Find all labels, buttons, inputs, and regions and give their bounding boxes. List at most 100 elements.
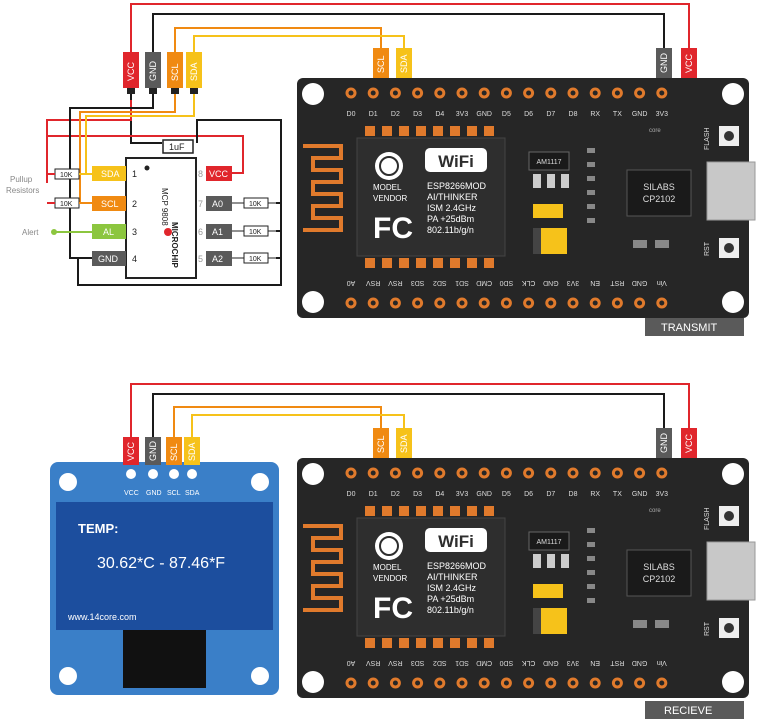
bottom-pin-label: SD0: [499, 279, 513, 286]
bottom-pin-label: RSV: [366, 659, 381, 666]
vcc-connector: [123, 52, 139, 88]
oled-website: www.14core.com: [67, 612, 137, 622]
oled-pin-gnd: GND: [146, 490, 162, 497]
bottom-pin-label: GND: [543, 659, 559, 666]
top-pin-label: D8: [569, 111, 578, 118]
bottom-pin-label: CMD: [476, 659, 492, 666]
pullup-scl-resistor: 10K: [60, 201, 73, 208]
vcc-label: VCC: [126, 441, 136, 461]
module-vendor: VENDOR: [373, 574, 407, 583]
pullup-label-1: Pullup: [10, 175, 33, 184]
pin-6-num: 6: [198, 227, 203, 237]
module-model: MODEL: [373, 563, 402, 572]
pin-5-num: 5: [198, 254, 203, 264]
top-pin-label: TX: [613, 491, 622, 498]
top-pin-label: 3V3: [456, 111, 469, 118]
mounting-hole: [722, 463, 744, 485]
top-pin-label: D3: [413, 491, 422, 498]
bottom-pin-label: A0: [347, 659, 356, 666]
pin-sda-label: SDA: [101, 169, 120, 179]
usb-port: [706, 541, 756, 601]
transmit-sensor-connectors: VCC GND SCL SDA: [123, 52, 202, 94]
module-vendor: VENDOR: [373, 194, 407, 203]
gnd-label: GND: [659, 53, 669, 74]
top-pin-label: D5: [502, 111, 511, 118]
top-pin-label: 3V3: [456, 491, 469, 498]
receive-wires: [130, 383, 690, 437]
resistor-a0-label: 10K: [249, 201, 262, 208]
scl-label: SCL: [170, 63, 180, 81]
bottom-pin-label: Vin: [657, 279, 667, 286]
sda-connector: [186, 52, 202, 88]
oled-display: VCC GND SCL SDA VCC GND SCL SDA TEMP: 30…: [50, 437, 279, 695]
capacitor-yellow: [533, 204, 563, 218]
top-pin-label: RX: [590, 491, 600, 498]
pullup-sda-resistor: 10K: [60, 172, 73, 179]
pin-1-num: 1: [132, 169, 137, 179]
vcc-connector: [681, 48, 697, 78]
bottom-pin-label: RSV: [366, 279, 381, 286]
pin-7-num: 7: [198, 199, 203, 209]
transmit-board-connectors: SCL SDA GND VCC: [373, 48, 697, 78]
pin-8-num: 8: [198, 169, 203, 179]
sda-connector: [396, 48, 412, 78]
wifi-logo: [425, 148, 487, 172]
capacitor-yellow: [533, 584, 563, 598]
scl-connector: [167, 52, 183, 88]
sensor-chip: [125, 157, 197, 279]
bottom-pin-label: A0: [347, 279, 356, 286]
gnd-connector: [656, 48, 672, 78]
alert-label: Alert: [22, 228, 39, 237]
mounting-hole: [722, 671, 744, 693]
vcc-label: VCC: [684, 433, 694, 453]
receive-board-connectors: SCL SDA GND VCC: [373, 428, 697, 458]
receive-label: RECIEVE: [664, 705, 712, 717]
nodemcu-transmit-board: D0A0D1RSVD2RSVD3SD3D4SD23V3SD1GNDCMDD5SD…: [297, 78, 756, 318]
module-line: ISM 2.4GHz: [427, 583, 477, 593]
usb-port: [706, 161, 756, 221]
usb-chip-label-1: SILABS: [643, 562, 675, 572]
bottom-pin-label: RSV: [388, 279, 403, 286]
sda-label: SDA: [399, 54, 409, 73]
sda-label: SDA: [189, 62, 199, 81]
bottom-pin-label: GND: [632, 279, 648, 286]
bottom-pin-label: SD2: [433, 279, 447, 286]
bottom-pin-label: SD3: [411, 659, 425, 666]
fcc-logo: FC: [373, 592, 413, 625]
bottom-pin-label: 3V3: [567, 659, 580, 666]
module-line: PA +25dBm: [427, 214, 474, 224]
pin-a1-label: A1: [212, 227, 223, 237]
pin-a0-label: A0: [212, 199, 223, 209]
module-line: 802.11b/g/n: [427, 225, 474, 235]
module-line: ISM 2.4GHz: [427, 203, 477, 213]
pin-al-label: AL: [103, 227, 114, 237]
core-logo: core: [649, 128, 661, 134]
bottom-pin-label: EN: [590, 279, 600, 286]
module-line: 802.11b/g/n: [427, 605, 474, 615]
bottom-pin-label: 3V3: [567, 279, 580, 286]
flash-label: FLASH: [704, 507, 711, 530]
scl-connector: [373, 48, 389, 78]
gnd-connector: [145, 52, 161, 88]
resistor-a1-label: 10K: [249, 229, 262, 236]
bottom-pin-label: RST: [610, 659, 625, 666]
transmit-label: TRANSMIT: [661, 322, 718, 334]
usb-chip-label-2: CP2102: [643, 574, 676, 584]
module-line: ESP8266MOD: [427, 181, 487, 191]
pin-scl-label: SCL: [101, 199, 119, 209]
receive-label-box: RECIEVE: [645, 701, 744, 719]
bottom-pin-label: Vin: [657, 659, 667, 666]
top-pin-label: D2: [391, 491, 400, 498]
usb-chip-label-1: SILABS: [643, 182, 675, 192]
bottom-pin-label: CLK: [521, 659, 535, 666]
gnd-label: GND: [659, 433, 669, 454]
antenna: [303, 524, 343, 612]
wifi-text: WiFi: [438, 532, 474, 551]
oled-pin-sda: SDA: [185, 490, 200, 497]
antenna: [303, 144, 343, 232]
top-pin-label: D7: [546, 111, 555, 118]
usb-uart-chip: [626, 549, 692, 597]
fcc-logo: FC: [373, 212, 413, 245]
oled-temp-label: TEMP:: [78, 521, 118, 536]
